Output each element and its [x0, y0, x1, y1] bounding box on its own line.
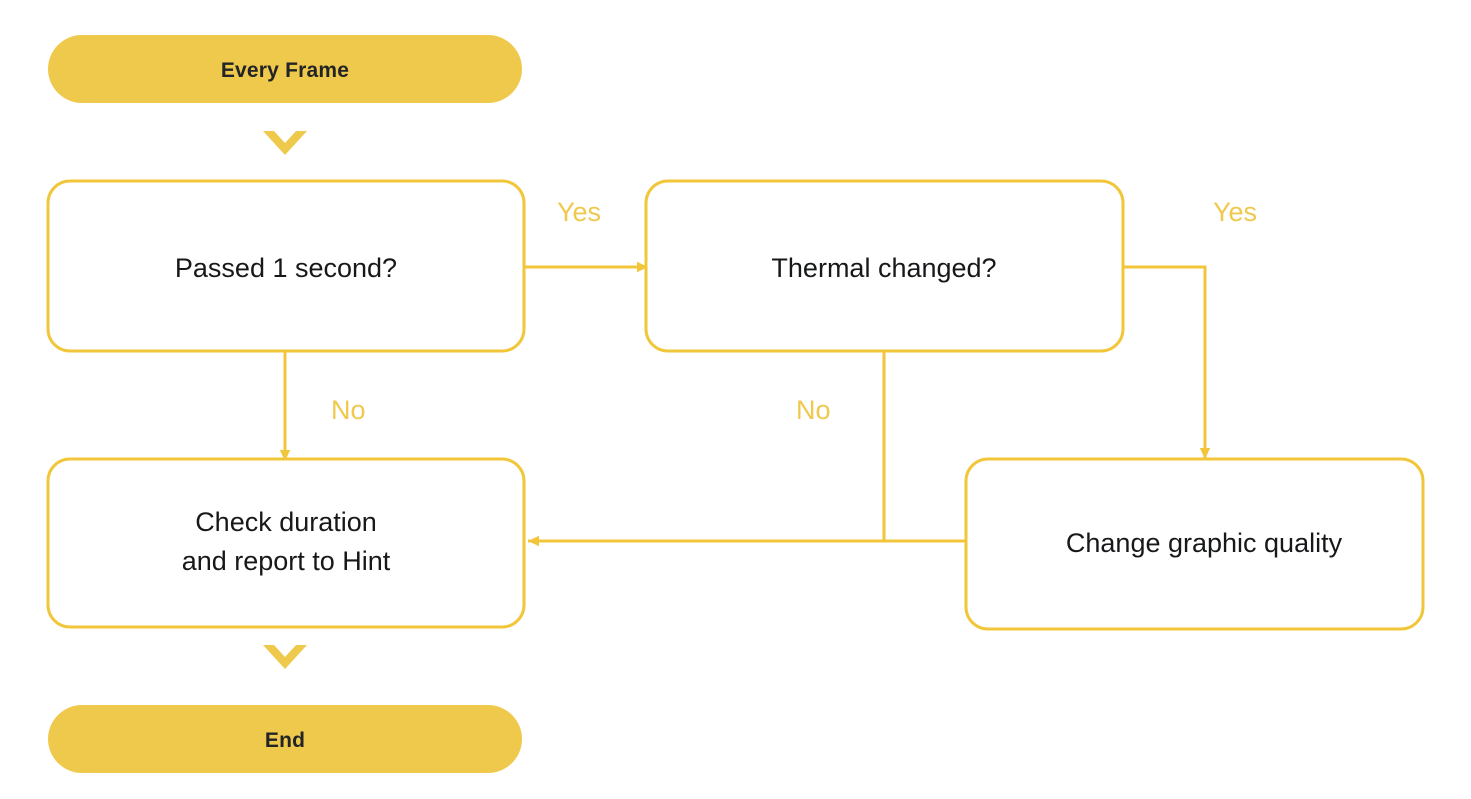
- start-pill-shape: [48, 35, 522, 103]
- chevron-down-icon: [263, 131, 307, 155]
- passed-box-shape: [46, 179, 526, 353]
- chevron-down-icon: [263, 645, 307, 669]
- passed-label: Passed 1 second?: [175, 253, 397, 283]
- end-pill-shape: [48, 705, 522, 773]
- edge-layer: [279, 261, 1211, 547]
- edge-label-yes-top-left: Yes: [557, 197, 601, 227]
- chevron-start-to-passed: [263, 131, 307, 155]
- edge-label-no-middle: No: [796, 395, 831, 425]
- node-passed-1-second[interactable]: Passed 1 second?: [46, 179, 526, 353]
- node-change-graphic-quality[interactable]: Change graphic quality: [964, 457, 1425, 631]
- thermal-label: Thermal changed?: [771, 253, 996, 283]
- edge-line: [1123, 265, 1211, 459]
- node-end[interactable]: End: [48, 705, 522, 773]
- quality-label: Change graphic quality: [1066, 528, 1343, 558]
- check-label-line1: Check duration: [195, 507, 377, 537]
- thermal-box-shape: [644, 179, 1125, 353]
- edge-label-no-left: No: [331, 395, 366, 425]
- chevron-check-to-end: [263, 645, 307, 669]
- end-label: End: [265, 729, 305, 752]
- start-label: Every Frame: [221, 59, 349, 82]
- edge-thermal-to-quality: [1123, 265, 1211, 459]
- edge-label-layer: Yes Yes No No: [331, 197, 1257, 425]
- quality-box-shape: [964, 457, 1425, 631]
- node-thermal-changed[interactable]: Thermal changed?: [644, 179, 1125, 353]
- check-label-line2: and report to Hint: [182, 546, 391, 576]
- node-start[interactable]: Every Frame: [48, 35, 522, 103]
- node-check-duration[interactable]: Check duration and report to Hint: [46, 457, 526, 629]
- check-box-shape: [46, 457, 526, 629]
- edge-label-yes-top-right: Yes: [1213, 197, 1257, 227]
